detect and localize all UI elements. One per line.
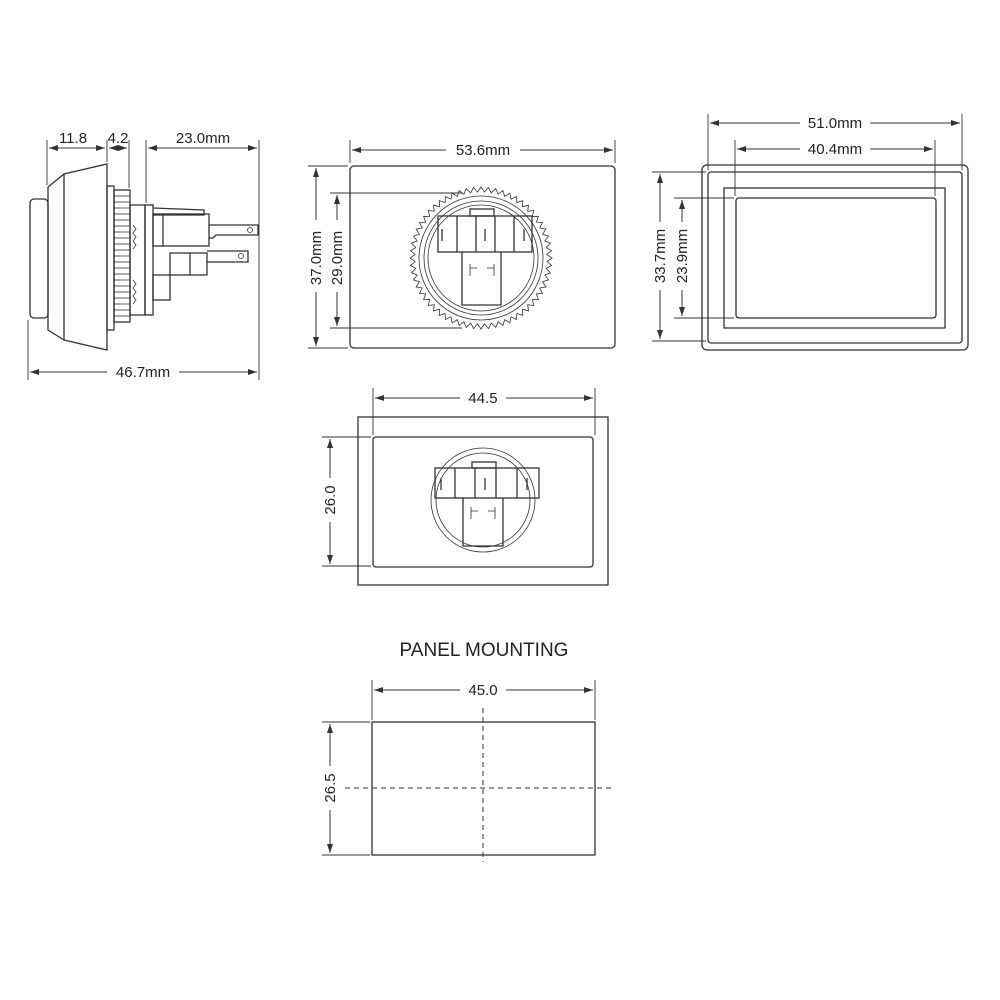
- rear-housing: [349, 165, 616, 349]
- dim-flange-depth: 4.2: [108, 130, 129, 147]
- terminal: [207, 250, 249, 263]
- dim-rear-height: 37.0mm: [308, 231, 325, 285]
- dim-body-depth: 23.0mm: [176, 130, 230, 147]
- switch-body: [129, 204, 146, 316]
- dim-body-height: 26.0: [322, 485, 339, 514]
- lens: [735, 197, 937, 319]
- dim-cutout-width: 45.0: [468, 682, 497, 699]
- dim-front-inner-height: 23.9mm: [674, 229, 691, 283]
- dim-cutout-height: 26.5: [322, 773, 339, 802]
- dim-body-width: 44.5: [468, 390, 497, 407]
- connector-block: [152, 213, 210, 247]
- panel-mounting: PANEL MOUNTING 45.0 26.5: [320, 640, 615, 862]
- dim-rear-inner-height: 29.0mm: [329, 231, 346, 285]
- rear-body-view: 44.5 26.0: [320, 388, 609, 586]
- dim-total-depth: 46.7mm: [116, 364, 170, 381]
- spring-icon: [132, 224, 137, 250]
- front-bezel-outer: [701, 164, 969, 351]
- front-view: 51.0mm 40.4mm 33.7mm 23.9mm: [648, 113, 969, 351]
- bezel: [47, 163, 108, 351]
- body-ring: [430, 447, 536, 553]
- rear-view: 53.6mm 37.0mm 29.0mm: [304, 140, 616, 349]
- dim-rear-width: 53.6mm: [456, 142, 510, 159]
- side-view: 11.8 4.2 23.0mm 46.7mm: [27, 130, 260, 382]
- spring-icon: [132, 279, 137, 305]
- dim-front-outer-width: 51.0mm: [808, 115, 862, 132]
- dim-front-inner-width: 40.4mm: [808, 141, 862, 158]
- knurled-nut: [409, 186, 553, 330]
- connector-block: [434, 467, 540, 499]
- flange: [106, 185, 115, 331]
- button-cap: [29, 198, 49, 319]
- dim-front-depth: 11.8: [59, 130, 87, 147]
- body-inner: [372, 436, 594, 568]
- panel-mounting-title: PANEL MOUNTING: [400, 640, 569, 661]
- terminal: [209, 224, 259, 239]
- dim-front-outer-height: 33.7mm: [652, 229, 669, 283]
- body-outer: [357, 416, 609, 586]
